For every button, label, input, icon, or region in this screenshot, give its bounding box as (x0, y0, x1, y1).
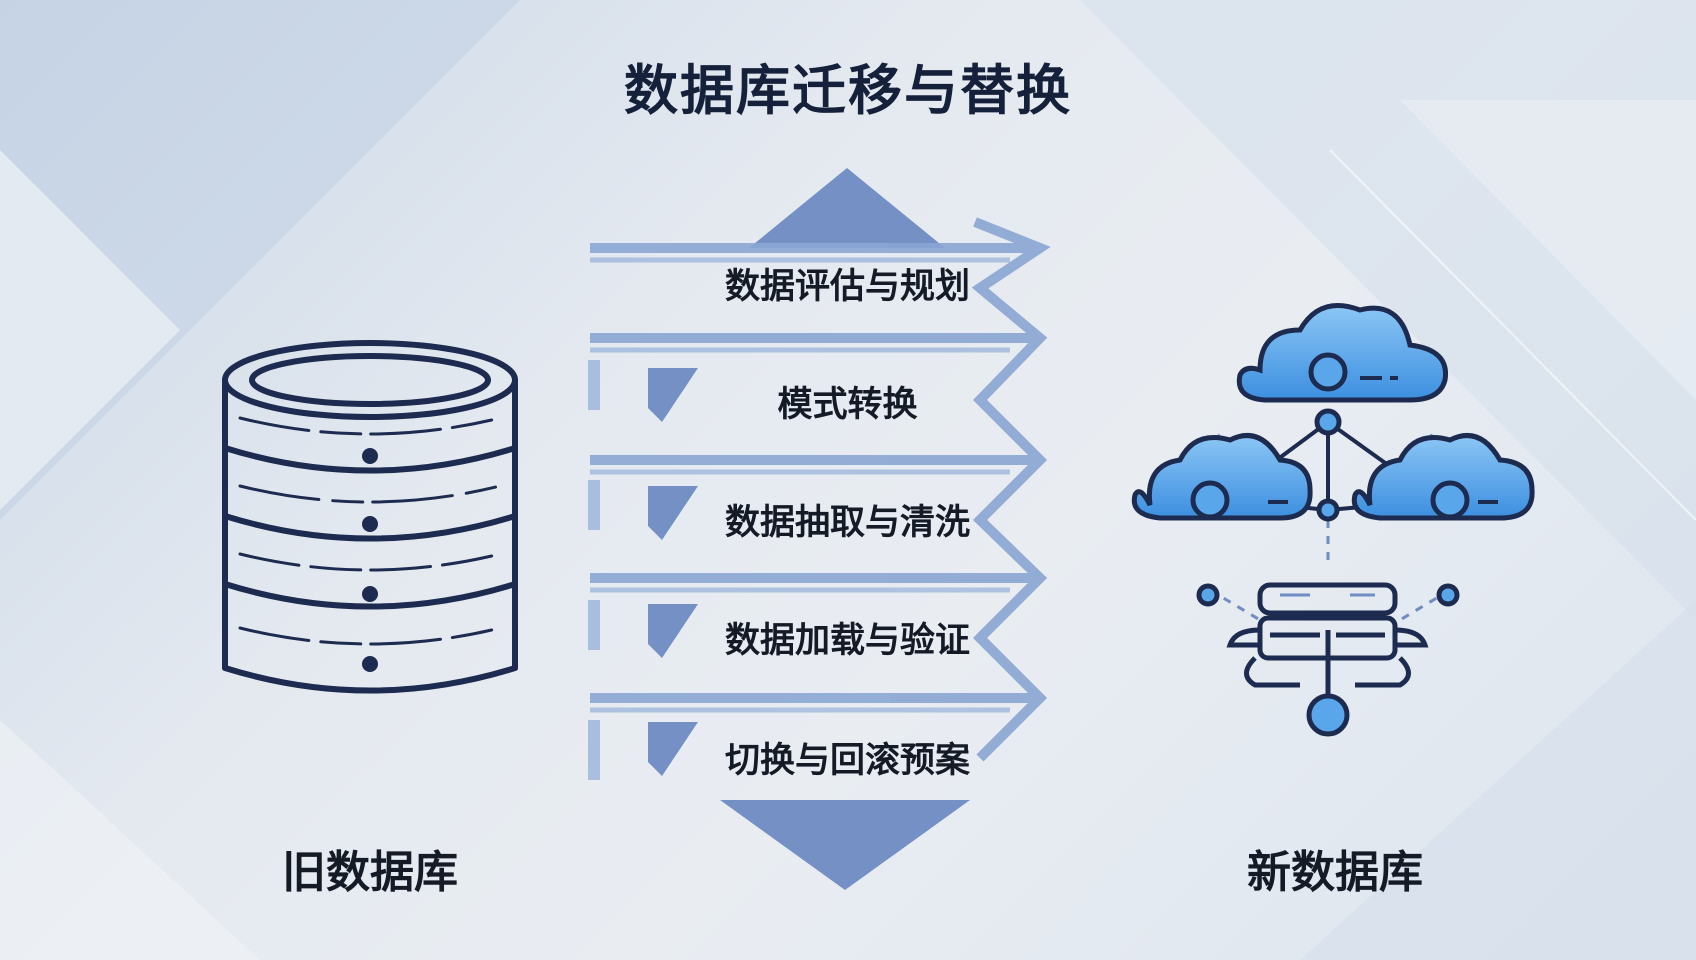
side-bar (588, 360, 600, 410)
page-title: 数据库迁移与替换 (624, 59, 1072, 122)
step-label-2: 模式转换 (777, 385, 918, 425)
bottom-triangle (720, 800, 970, 890)
cloud-network-icon (1131, 303, 1535, 737)
top-triangle (749, 168, 945, 248)
step-label-1: 数据评估与规划 (724, 267, 970, 307)
step-label-4: 数据加载与验证 (724, 621, 970, 661)
step-label-5: 切换与回滚预案 (724, 741, 970, 781)
down-arrow (648, 368, 698, 422)
old-db-label: 旧数据库 (282, 847, 458, 898)
migration-flow (588, 168, 1051, 890)
new-db-label: 新数据库 (1247, 847, 1423, 898)
database-stack-icon (222, 340, 518, 694)
step-label-3: 数据抽取与清洗 (724, 503, 970, 543)
zigzag-edge (971, 217, 1051, 762)
